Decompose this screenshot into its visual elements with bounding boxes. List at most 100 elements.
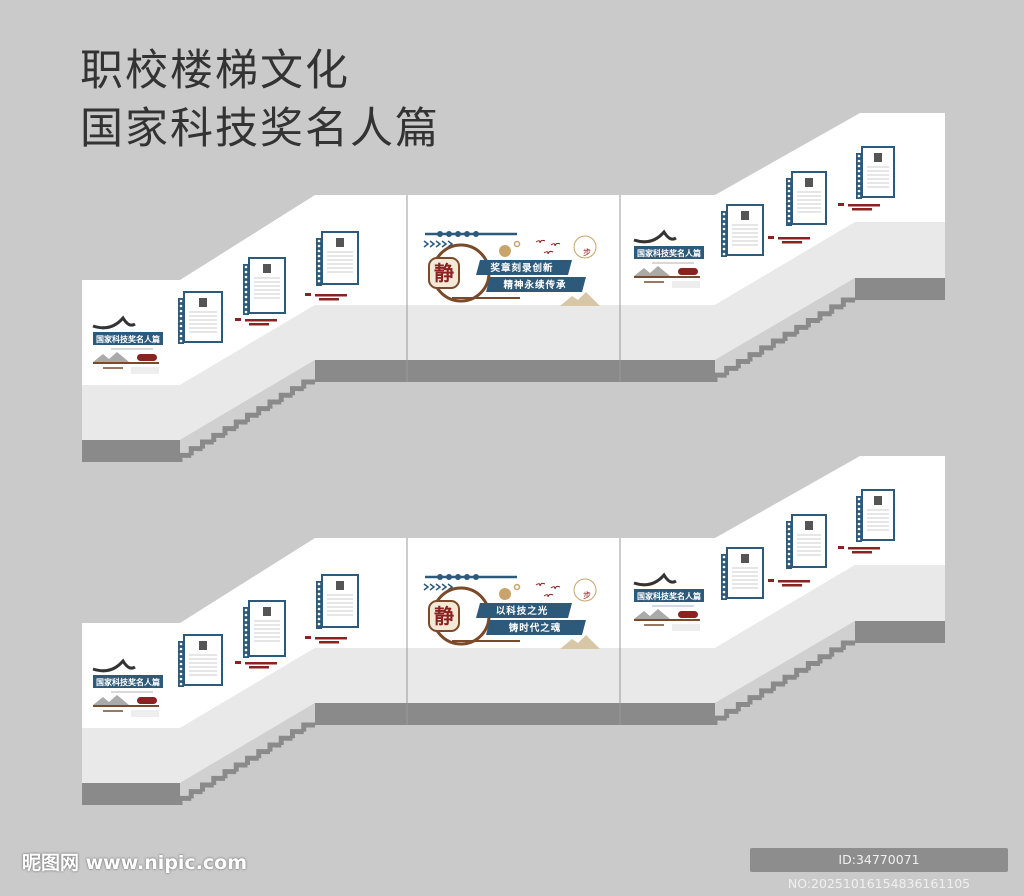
chevron-icon [429,583,436,591]
pattern-dot [244,310,248,314]
side-sign: 国家科技奖名人篇 [92,658,163,717]
portrait-panel [786,171,827,226]
rule-dot [455,231,461,237]
cloud-bar [838,203,844,206]
pattern-dot [317,244,321,248]
pattern-strip [243,607,249,658]
cloud-ornament [235,318,277,326]
pattern-dot [179,677,183,681]
pattern-dot [317,264,321,268]
pattern-dot [722,247,726,251]
pattern-dot [244,613,248,617]
sign-text-block [131,710,159,717]
pattern-dot [787,557,791,561]
pattern-dot [857,194,861,198]
mountain-icon [93,352,129,362]
pattern-dot [787,522,791,526]
pattern-dot [857,169,861,173]
red-seal-pill [137,697,157,704]
pattern-dot [722,252,726,256]
pattern-dot [857,497,861,501]
side-sign-title: 国家科技奖名人篇 [637,591,701,601]
chevron-icon [423,240,430,248]
pattern-dot [179,662,183,666]
bird-icon [535,582,546,587]
bird-icon [550,242,561,247]
pattern-dot [787,194,791,198]
slogan-1: 以科技之光 [496,605,549,617]
rule-dot [464,574,470,580]
portrait-panel [178,634,223,687]
rule-dot [473,574,479,580]
pattern-dot [317,249,321,253]
bird-icon [535,239,546,244]
pattern-dot [722,580,726,584]
page-title-line-1: 职校楼梯文化 [80,46,350,96]
side-sign-title: 国家科技奖名人篇 [637,248,701,258]
pattern-dot [317,269,321,273]
pattern-dot [787,562,791,566]
rule-dot [464,231,470,237]
pattern-dot [857,507,861,511]
cloud-bar [778,580,810,583]
pattern-dot [857,174,861,178]
pattern-dot [722,590,726,594]
portrait-panel [786,514,827,569]
chevron-icon [441,240,448,248]
cloud-bar [319,641,339,644]
chevron-icon [429,240,436,248]
pattern-dot [244,280,248,284]
lower-wall [82,565,945,783]
pattern-dot [787,552,791,556]
rule-dot [446,231,452,237]
portrait-photo [805,178,813,187]
seal-char: 步 [583,591,591,600]
mountain-icon [560,292,600,306]
pattern-dot [722,227,726,231]
stair-unit-1: 国家科技奖名人篇国家科技奖名人篇静奖章刻录创新精神永续传承步 [82,113,945,462]
pattern-dot [179,667,183,671]
stair-steps [177,640,856,805]
cloud-bar [315,637,347,640]
pattern-dot [787,199,791,203]
sign-box [93,332,163,345]
slogan-2: 精神永续传承 [503,279,566,291]
cloud-bar [305,293,311,296]
side-sign: 国家科技奖名人篇 [633,572,704,631]
stair-treads [180,621,855,805]
mountain-icon [634,609,670,619]
cloud-bar [249,323,269,326]
pattern-dot [244,618,248,622]
red-seal-pill [137,354,157,361]
pattern-dot [722,585,726,589]
chevron-icon [435,240,442,248]
pattern-dot [179,334,183,338]
bird-icon [543,250,554,255]
portrait-panel [178,291,223,344]
pattern-dot [857,527,861,531]
pattern-dot [244,295,248,299]
portrait-photo [741,211,749,220]
chevron-icon [441,583,448,591]
cloud-bar [235,661,241,664]
red-seal-pill [678,611,698,618]
pattern-dot [317,612,321,616]
portrait-photo [336,581,344,590]
pattern-dot [317,239,321,243]
pattern-dot [244,265,248,269]
portrait-photo [263,264,271,273]
pattern-strip [243,264,249,315]
slogan-2: 铸时代之魂 [509,622,562,634]
cloud-bar [768,236,774,239]
pattern-dot [179,309,183,313]
cloud-ornament [768,579,810,587]
portrait-panel [721,204,764,257]
sign-text-block [131,367,159,374]
cloud-ornament [838,546,880,554]
slogan-bar-1 [476,603,572,618]
portrait-panel [316,231,359,286]
pattern-dot [857,512,861,516]
pattern-dot [179,647,183,651]
pattern-dot [722,555,726,559]
roof-eave-icon [633,229,677,244]
